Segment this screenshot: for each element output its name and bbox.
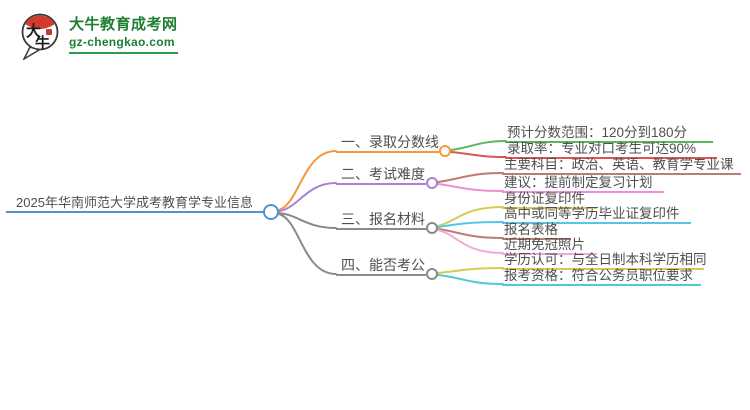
link-b3-c4	[437, 229, 504, 254]
leaf-label: 报名表格	[504, 221, 558, 237]
logo-text-block: 大牛教育成考网 gz-chengkao.com	[69, 16, 178, 55]
branch-admission-score[interactable]: 一、录取分数线	[336, 134, 439, 153]
leaf-label: 高中或同等学历毕业证复印件	[504, 205, 680, 221]
link-b4-c1	[437, 267, 504, 274]
branch-label: 一、录取分数线	[341, 134, 439, 150]
leaf-label: 录取率：专业对口考生可达90%	[507, 140, 697, 156]
link-b3-c1	[437, 206, 504, 227]
branch-exam-difficulty[interactable]: 二、考试难度	[336, 166, 426, 185]
leaf-degree-recognition[interactable]: 学历认可：与全日制本科学历相同	[502, 251, 707, 270]
link-b3-c3	[437, 228, 504, 239]
branch4-node-circle[interactable]	[426, 268, 438, 280]
central-topic[interactable]: 2025年华南师范大学成考教育学专业信息	[6, 194, 263, 213]
branch-label: 三、报名材料	[341, 211, 425, 227]
daniu-bubble-icon: 大 牛	[21, 13, 59, 60]
leaf-application-form[interactable]: 报名表格	[502, 222, 571, 240]
link-b3-c2	[437, 221, 504, 228]
leaf-label: 建议：提前制定复习计划	[504, 174, 653, 190]
branch1-node-circle[interactable]	[439, 145, 451, 157]
leaf-label: 近期免冠照片	[504, 236, 585, 252]
leaf-label: 身份证复印件	[504, 190, 585, 206]
leaf-label: 主要科目：政治、英语、教育学专业课	[504, 156, 734, 172]
leaf-main-subjects[interactable]: 主要科目：政治、英语、教育学专业课	[502, 157, 741, 175]
link-b2-c1	[437, 172, 504, 183]
central-node-circle[interactable]	[263, 204, 279, 220]
link-b1-c2	[450, 151, 507, 158]
link-b1-c1	[450, 140, 507, 151]
leaf-eligibility[interactable]: 报考资格：符合公务员职位要求	[502, 268, 701, 286]
branch2-node-circle[interactable]	[426, 177, 438, 189]
leaf-study-advice[interactable]: 建议：提前制定复习计划	[502, 175, 664, 193]
leaf-diploma-copy[interactable]: 高中或同等学历毕业证复印件	[502, 206, 691, 224]
leaf-admission-rate[interactable]: 录取率：专业对口考生可达90%	[505, 141, 717, 159]
link-b4-c2	[437, 274, 504, 285]
link-center-branch1	[278, 150, 337, 211]
red-cap-shape	[25, 15, 55, 29]
leaf-photo[interactable]: 近期免冠照片	[502, 237, 597, 255]
link-center-branch4	[278, 213, 337, 275]
branch-civil-service[interactable]: 四、能否考公	[336, 257, 426, 276]
branch3-node-circle[interactable]	[426, 222, 438, 234]
red-seal-shape	[46, 29, 52, 35]
site-name: 大牛教育成考网	[69, 16, 178, 33]
central-topic-label: 2025年华南师范大学成考教育学专业信息	[16, 195, 253, 210]
icon-char-da: 大	[26, 22, 41, 40]
leaf-label: 学历认可：与全日制本科学历相同	[504, 251, 707, 267]
branch-application-materials[interactable]: 三、报名材料	[336, 211, 426, 230]
leaf-score-range[interactable]: 预计分数范围：120分到180分	[505, 125, 713, 143]
link-center-branch3	[278, 212, 337, 229]
link-center-branch2	[278, 182, 337, 212]
site-logo[interactable]: 大 牛 大牛教育成考网 gz-chengkao.com	[18, 8, 178, 60]
branch-label: 四、能否考公	[341, 257, 425, 273]
leaf-label: 报考资格：符合公务员职位要求	[504, 267, 693, 283]
bubble-tail-shape	[22, 46, 41, 60]
site-domain: gz-chengkao.com	[69, 34, 175, 49]
branch-label: 二、考试难度	[341, 166, 425, 182]
leaf-id-copy[interactable]: 身份证复印件	[502, 191, 597, 209]
icon-char-niu: 牛	[35, 34, 50, 52]
leaf-label: 预计分数范围：120分到180分	[507, 124, 688, 140]
link-b2-c2	[437, 183, 504, 192]
